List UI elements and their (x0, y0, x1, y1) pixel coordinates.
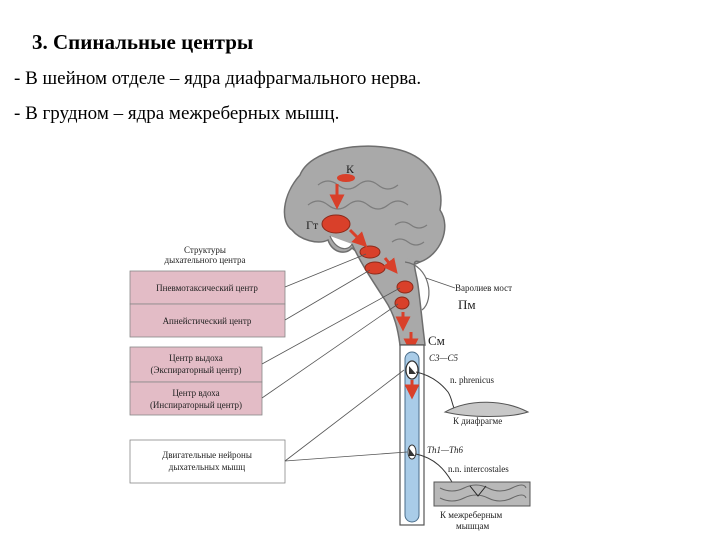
intercostal-muscles (433, 481, 531, 507)
label-pm: Пм (458, 297, 476, 312)
box-label-sub: (Экспираторный центр) (151, 365, 242, 375)
label-k-diafragme: К диафрагме (453, 416, 502, 426)
structures-heading-2: дыхательного центра (165, 255, 246, 265)
label-k-mezhrebernym: К межреберным (440, 510, 502, 520)
label-n-phrenicus: n. phrenicus (450, 375, 494, 385)
box-label: Двигательные нейроны (162, 450, 252, 460)
label-gt: Гт (306, 218, 319, 232)
label-c3c5: C3—C5 (429, 353, 459, 363)
structure-box-apneustic: Апнейстический центр (129, 303, 286, 338)
pons-leader (425, 277, 456, 289)
label-th1th6: Th1—Th6 (427, 445, 464, 455)
nucleus-hypothalamus (321, 214, 351, 234)
nerve-paths (415, 371, 481, 495)
label-k-mezhrebernym-2: мышцам (456, 521, 489, 531)
nucleus-expiratory (396, 280, 414, 294)
box-label-sub: дыхательных мышц (169, 462, 246, 472)
box-label-sub: (Инспираторный центр) (150, 400, 242, 410)
box-label: Центр выдоха (169, 353, 223, 363)
label-sm: См (428, 333, 445, 348)
structures-heading-1: Структуры (184, 245, 226, 255)
signal-arrows (329, 184, 419, 354)
spinal-cord (399, 344, 425, 526)
label-k: К (346, 162, 355, 176)
nucleus-inspiratory (394, 296, 410, 310)
box-label: Пневмотаксический центр (156, 283, 258, 293)
bullet-cervical: - В шейном отделе – ядра диафрагмального… (14, 68, 422, 89)
bullet-thoracic: - В грудном – ядра межреберных мышц. (14, 103, 340, 124)
label-varoliev: Варолиев мост (455, 283, 512, 293)
structure-box-motor-neurons: Двигательные нейроны дыхательных мышц (129, 439, 286, 484)
nucleus-cortex (337, 174, 355, 182)
structure-box-pneumotaxic: Пневмотаксический центр (129, 270, 286, 305)
brain-illustration (283, 145, 446, 346)
structure-box-inspiratory: Центр вдоха (Инспираторный центр) (129, 381, 263, 416)
structure-box-expiratory: Центр выдоха (Экспираторный центр) (129, 346, 263, 383)
box-label: Центр вдоха (172, 388, 219, 398)
nucleus-apneustic (364, 261, 386, 275)
leader-lines (261, 253, 408, 462)
diaphragm-shape (443, 401, 530, 417)
nucleus-pneumotaxic (359, 245, 381, 259)
label-nn-intercostales: n.n. intercostales (448, 464, 509, 474)
slide-title: 3. Спинальные центры (32, 30, 254, 54)
box-label: Апнейстический центр (163, 316, 252, 326)
